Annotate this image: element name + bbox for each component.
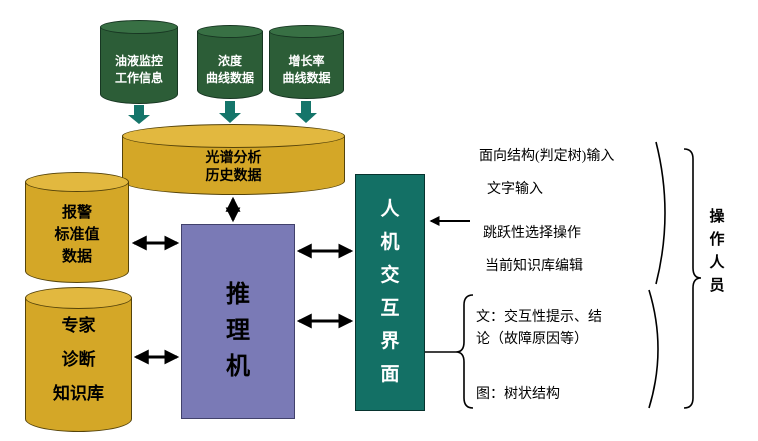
- down-arrow-growth-icon: [295, 101, 317, 123]
- cylinder-body: [25, 182, 129, 283]
- operator-label: 操 作 人 员: [709, 209, 725, 294]
- cylinder-growth-rate: 增长率 曲线数据: [269, 25, 344, 99]
- spectral-history-label: 光谱分析 历史数据: [205, 151, 262, 184]
- expert-knowledge-label: 专家 诊断 知识库: [53, 316, 104, 403]
- brace-operator: [683, 148, 702, 409]
- alarm-standard-label: 报警 标准值 数据: [54, 205, 100, 265]
- concentration-label: 浓度 曲线数据: [205, 54, 254, 85]
- cylinder-top-ellipse: [122, 124, 345, 148]
- down-arrow-oil-icon: [128, 105, 150, 124]
- cylinder-concentration: 浓度 曲线数据: [197, 25, 263, 99]
- hmi-box: 人 机 交 互 界 面: [355, 174, 425, 411]
- inference-engine-box: 推 理 机: [181, 224, 295, 419]
- input-annotation-text: 文字输入: [487, 182, 543, 197]
- cylinder-top-ellipse: [100, 20, 178, 34]
- growth-rate-label: 增长率 曲线数据: [282, 54, 331, 85]
- cylinder-top-ellipse: [25, 172, 129, 192]
- hmi-label: 人 机 交 互 界 面: [380, 199, 400, 385]
- cylinder-spectral-history: 光谱分析 历史数据: [122, 124, 345, 195]
- down-arrow-concentration-icon: [219, 101, 241, 123]
- cylinder-alarm-standard: 报警 标准值 数据: [25, 172, 129, 283]
- input-annotation-kb-edit: 当前知识库编辑: [485, 259, 583, 274]
- input-annotation-structured: 面向结构(判定树)输入: [479, 149, 615, 164]
- brace-output-group: [648, 289, 659, 409]
- input-annotation-jump-select: 跳跃性选择操作: [483, 226, 581, 241]
- output-annotation-text: 文：交互性提示、结 论（故障原因等）: [476, 310, 602, 347]
- inference-engine-label: 推 理 机: [226, 282, 250, 380]
- cylinder-oil-monitoring: 油液监控 工作信息: [100, 20, 178, 104]
- cylinder-top-ellipse: [197, 25, 263, 38]
- cylinder-top-ellipse: [269, 25, 344, 38]
- output-annotation-tree: 图：树状结构: [476, 387, 560, 402]
- cylinder-body: [25, 298, 132, 432]
- brace-input-group: [655, 141, 666, 285]
- oil-monitoring-label: 油液监控 工作信息: [114, 54, 163, 85]
- cylinder-expert-knowledge: 专家 诊断 知识库: [25, 287, 132, 432]
- cylinder-top-ellipse: [25, 287, 132, 309]
- brace-output-left: [455, 294, 474, 409]
